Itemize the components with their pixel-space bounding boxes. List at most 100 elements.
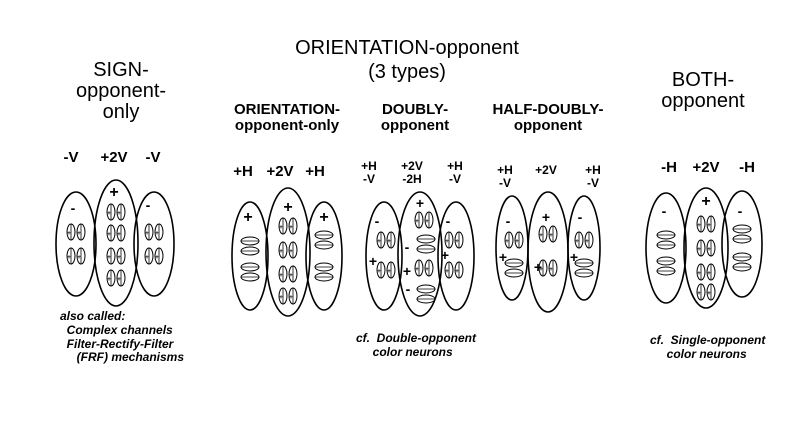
half-doubly-plus-right: + xyxy=(570,249,578,265)
doubly-heading: DOUBLY- opponent xyxy=(380,101,450,134)
subunit-plus-sign: + xyxy=(707,247,711,253)
sign-minus-right: - xyxy=(146,197,151,213)
subunit-plus-sign: + xyxy=(445,269,449,275)
subunit-plus-sign: + xyxy=(77,231,81,237)
sign-plus-center: + xyxy=(109,184,118,201)
half-doubly-plus-left: + xyxy=(499,249,507,265)
half-doubly-minus-right: - xyxy=(578,209,583,225)
sign-field-left xyxy=(55,191,97,297)
both-plus-center: + xyxy=(701,193,710,210)
subunit-plus-sign: + xyxy=(377,269,381,275)
subunit-plus-sign: + xyxy=(539,267,543,273)
doubly-plus-center: + xyxy=(416,195,424,211)
sign-field-right xyxy=(133,191,175,297)
subunit-plus-sign: + xyxy=(707,271,711,277)
both-field-left xyxy=(645,192,687,304)
doubly-plus-left: + xyxy=(369,253,377,269)
both-minus-right: - xyxy=(738,203,743,219)
subunit-plus-sign: + xyxy=(707,223,711,229)
sign-label-right: -V xyxy=(145,149,161,166)
subunit-plus-sign: + xyxy=(549,233,553,239)
subunit-plus-sign: + xyxy=(279,295,283,301)
subunit-plus-sign: + xyxy=(707,291,711,297)
doubly-minus-right: - xyxy=(446,213,451,229)
subunit-plus-sign: + xyxy=(505,239,509,245)
subunit-plus-sign: + xyxy=(77,255,81,261)
sign-label-left: -V xyxy=(63,149,79,166)
subunit-plus-sign: + xyxy=(117,232,121,238)
doubly-field-right xyxy=(437,201,475,311)
title-sub: (3 types) xyxy=(368,61,446,83)
both-field-center xyxy=(683,187,729,309)
doubly-note: cf. Double-opponent color neurons xyxy=(356,331,476,359)
subunit-plus-sign: + xyxy=(415,219,419,225)
both-heading: BOTH- opponent xyxy=(661,69,745,112)
sign-minus-left: - xyxy=(71,200,76,216)
both-field-right xyxy=(721,190,763,298)
subunit-plus-sign: + xyxy=(425,219,429,225)
half-doubly-label-center: +2V xyxy=(535,163,557,177)
doubly-minus-center-2: - xyxy=(406,281,411,297)
half-doubly-label-left: +H -V xyxy=(497,163,513,190)
subunit-plus-sign: + xyxy=(107,255,111,261)
subunit-plus-sign: + xyxy=(289,295,293,301)
subunit-plus-sign: + xyxy=(289,225,293,231)
subunit-plus-sign: + xyxy=(415,267,419,273)
subunit-plus-sign: + xyxy=(107,211,111,217)
doubly-label-right: +H -V xyxy=(447,159,463,186)
sign-heading: SIGN- opponent- only xyxy=(75,59,167,123)
doubly-plus-right: + xyxy=(441,247,449,263)
subunit-plus-sign: + xyxy=(117,255,121,261)
sign-field-center xyxy=(93,179,139,307)
subunit-plus-sign: + xyxy=(117,211,121,217)
subunit-plus-sign: + xyxy=(107,277,111,283)
orient-plus-left: + xyxy=(243,209,252,226)
subunit-plus-sign: + xyxy=(445,239,449,245)
half-doubly-plus-center: + xyxy=(542,209,550,225)
half-doubly-field-left xyxy=(495,195,529,301)
doubly-label-left: +H -V xyxy=(361,159,377,186)
doubly-minus-center: - xyxy=(405,239,410,255)
orient-label-left: +H xyxy=(233,163,253,180)
orient-label-right: +H xyxy=(305,163,325,180)
orient-only-heading: ORIENTATION- opponent-only xyxy=(233,101,341,134)
both-minus-left: - xyxy=(662,203,667,219)
half-doubly-field-right xyxy=(567,195,601,301)
subunit-plus-sign: + xyxy=(697,291,701,297)
subunit-plus-sign: + xyxy=(585,239,589,245)
subunit-plus-sign: + xyxy=(155,231,159,237)
orient-field-center xyxy=(265,187,311,317)
half-doubly-label-right: +H -V xyxy=(585,163,601,190)
sign-note: also called: Complex channels Filter-Rec… xyxy=(60,309,185,365)
both-label-right: -H xyxy=(739,159,755,176)
both-label-center: +2V xyxy=(692,159,720,176)
subunit-plus-sign: + xyxy=(697,247,701,253)
subunit-plus-sign: + xyxy=(697,271,701,277)
subunit-plus-sign: + xyxy=(387,269,391,275)
doubly-minus-left: - xyxy=(375,213,380,229)
doubly-label-center: +2V -2H xyxy=(401,159,423,186)
doubly-plus-center-2: + xyxy=(403,263,411,279)
orient-field-right xyxy=(305,201,343,311)
subunit-plus-sign: + xyxy=(117,277,121,283)
subunit-plus-sign: + xyxy=(279,249,283,255)
doubly-field-center xyxy=(397,191,443,317)
sign-label-center: +2V xyxy=(100,149,128,166)
subunit-plus-sign: + xyxy=(539,233,543,239)
both-label-left: -H xyxy=(661,159,677,176)
subunit-plus-sign: + xyxy=(549,267,553,273)
orient-label-center: +2V xyxy=(266,163,294,180)
half-doubly-plus-center-2: + xyxy=(534,259,542,275)
subunit-plus-sign: + xyxy=(145,255,149,261)
subunit-plus-sign: + xyxy=(377,239,381,245)
subunit-plus-sign: + xyxy=(107,232,111,238)
subunit-plus-sign: + xyxy=(697,223,701,229)
orient-plus-right: + xyxy=(319,209,328,226)
subunit-plus-sign: + xyxy=(455,269,459,275)
orient-field-left xyxy=(231,201,269,311)
subunit-plus-sign: + xyxy=(67,255,71,261)
subunit-plus-sign: + xyxy=(289,249,293,255)
subunit-plus-sign: + xyxy=(279,225,283,231)
both-note: cf. Single-opponent color neurons xyxy=(650,333,766,361)
